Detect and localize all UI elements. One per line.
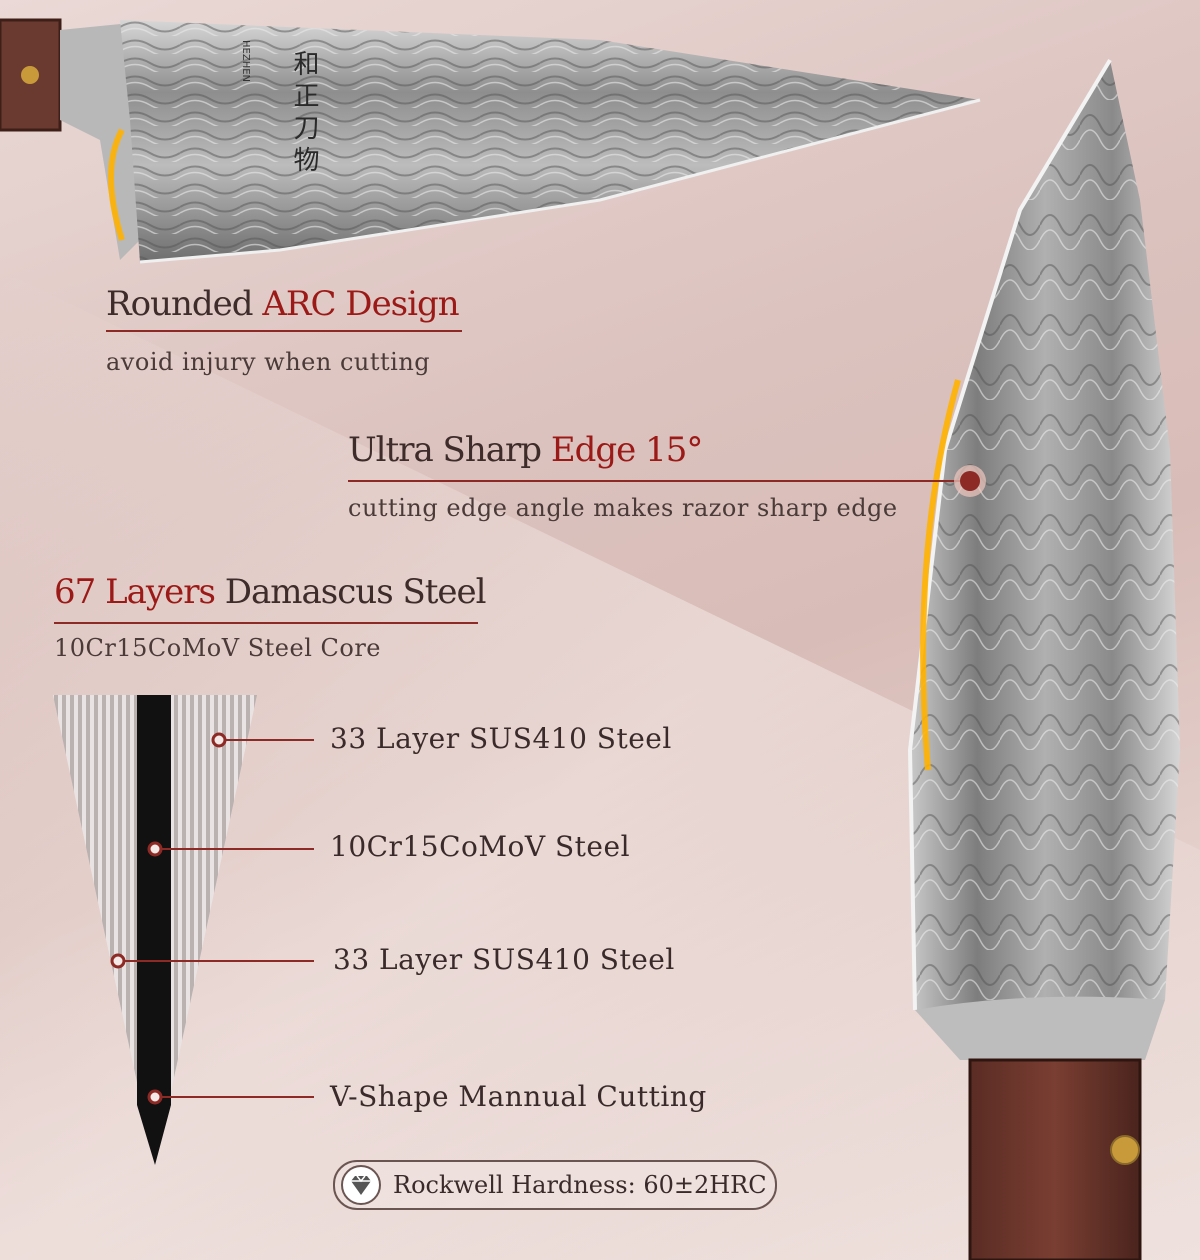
layers-heading-plain: Damascus Steel (214, 572, 487, 612)
blade-calligraphy-text: 和正刀物 (289, 50, 319, 178)
arc-design-subtitle: avoid injury when cutting (106, 348, 431, 376)
layers-subtitle: 10Cr15CoMoV Steel Core (54, 634, 381, 662)
edge-heading-underline (348, 480, 970, 482)
edge-subtitle: cutting edge angle makes razor sharp edg… (348, 494, 898, 522)
layer-cross-section-diagram (53, 695, 257, 1165)
layer-label-outer-top: 33 Layer SUS410 Steel (330, 722, 672, 755)
layer-label-core: 10Cr15CoMoV Steel (330, 830, 631, 863)
blade-calligraphy: 和正刀物 (286, 50, 323, 178)
layer-label-outer-bottom: 33 Layer SUS410 Steel (333, 943, 675, 976)
hardness-text: Rockwell Hardness: 60±2HRC (393, 1171, 767, 1199)
layers-heading-underline (54, 622, 478, 624)
arc-design-heading: Rounded ARC Design (106, 284, 460, 324)
edge-heading-highlight: Edge 15° (550, 430, 704, 470)
arc-heading-underline (106, 330, 462, 332)
edge-heading: Ultra Sharp Edge 15° (348, 430, 704, 470)
layers-heading: 67 Layers Damascus Steel (54, 572, 487, 612)
blade-brand-mark: HEZHEN (240, 40, 251, 82)
hardness-badge: Rockwell Hardness: 60±2HRC (333, 1160, 777, 1210)
layer-label-v-shape: V-Shape Mannual Cutting (330, 1080, 707, 1113)
top-knife-image (0, 18, 981, 264)
edge-pointer-dot (960, 471, 980, 491)
blade-brand-text: HEZHEN (240, 40, 251, 83)
layers-heading-highlight: 67 Layers (54, 572, 216, 612)
arc-heading-plain: Rounded (106, 284, 263, 324)
vertical-knife-image (907, 58, 1180, 1260)
diamond-icon (341, 1165, 381, 1205)
arc-heading-highlight: ARC Design (262, 284, 459, 324)
edge-heading-plain: Ultra Sharp (348, 430, 551, 470)
